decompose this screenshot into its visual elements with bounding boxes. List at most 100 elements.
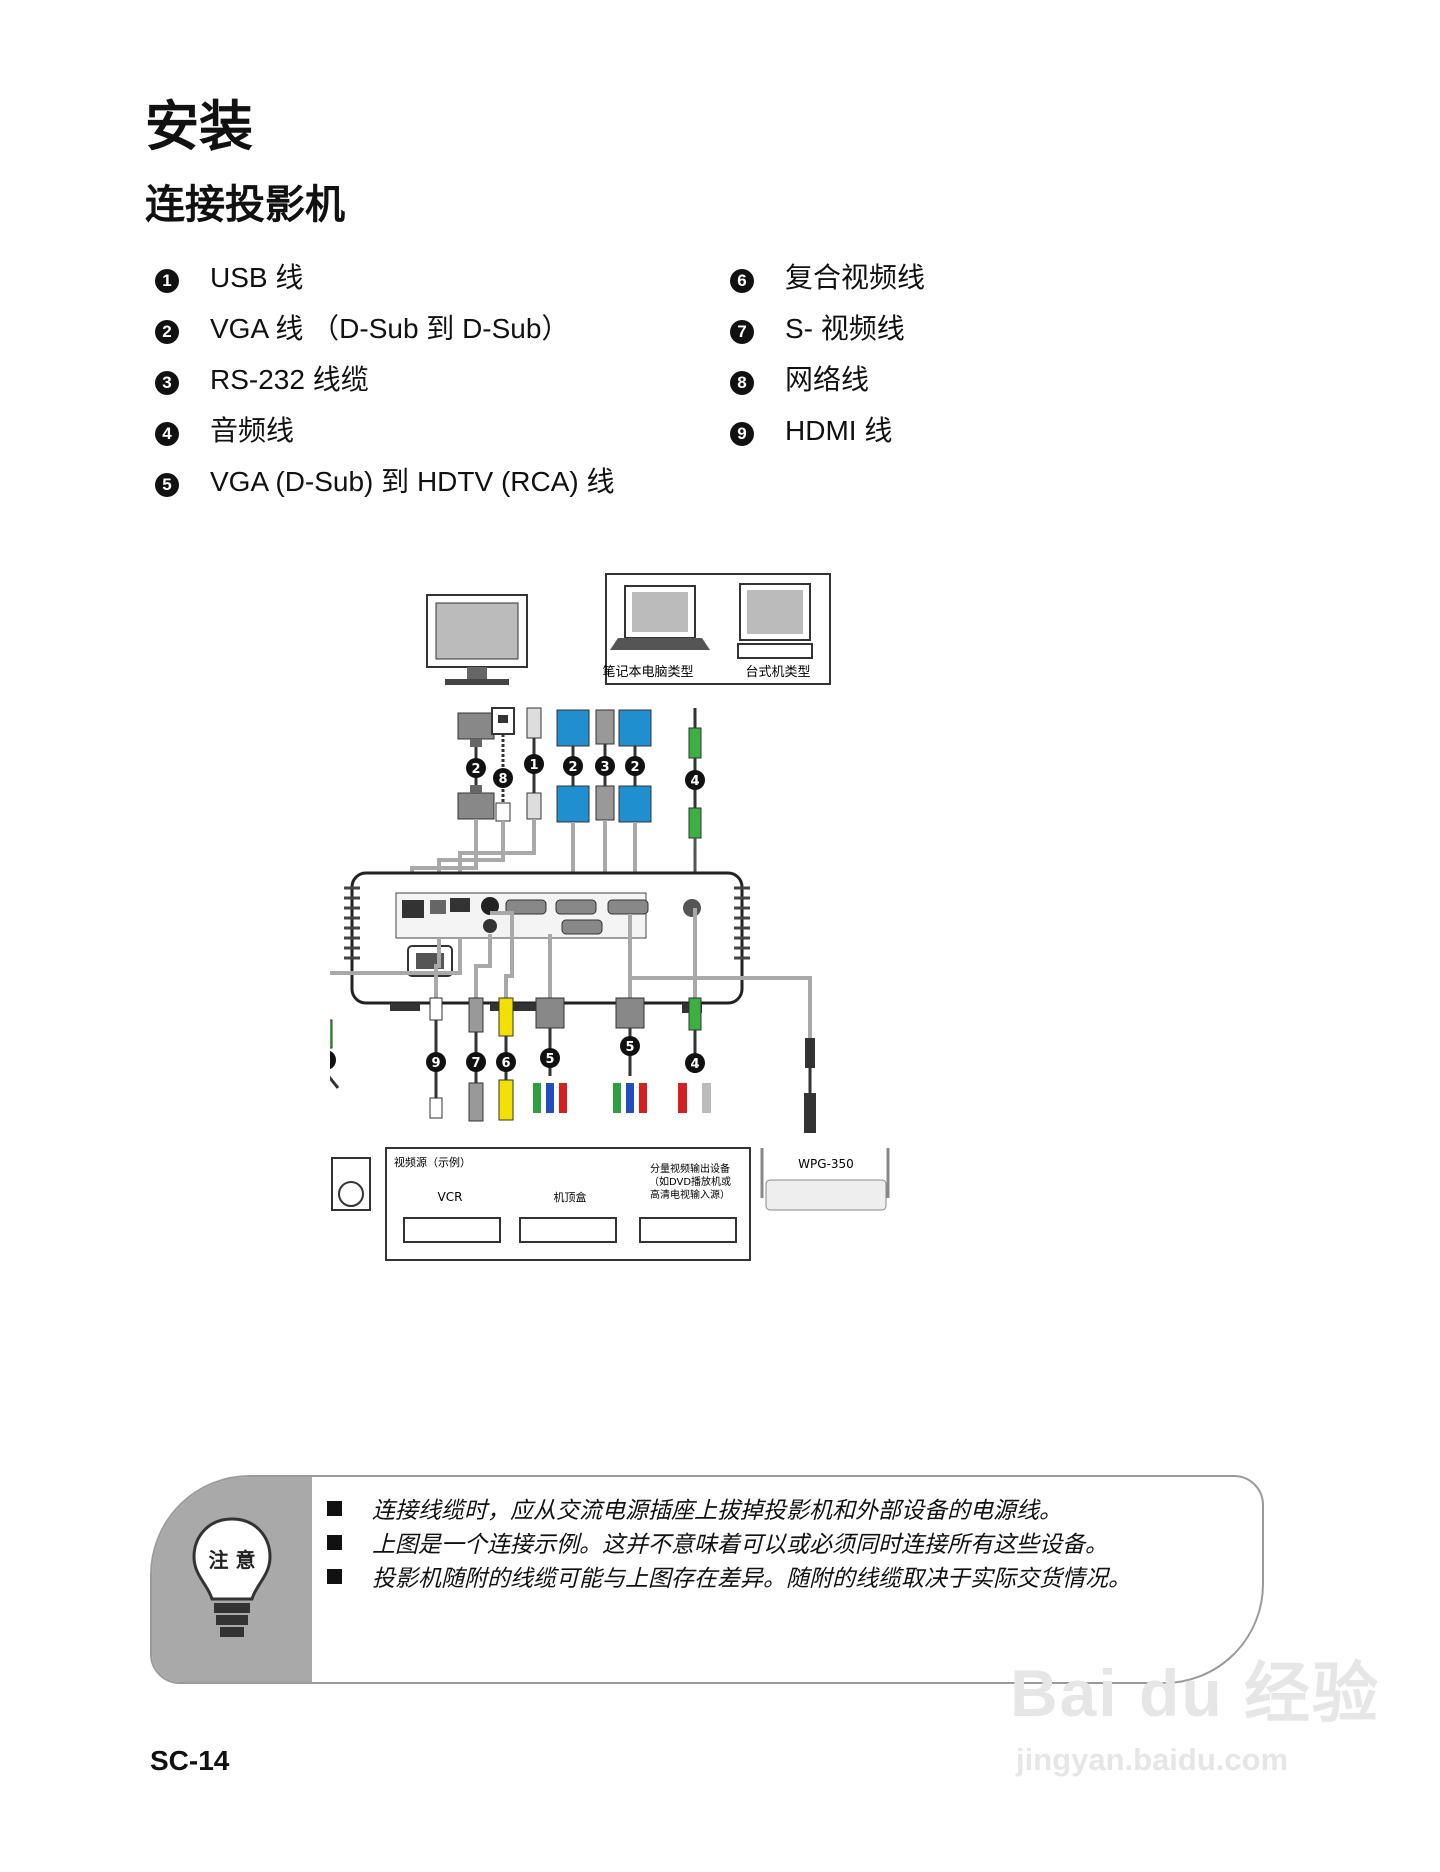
network-cable bbox=[491, 707, 515, 822]
wireless-cable bbox=[804, 1038, 816, 1133]
svg-text:1: 1 bbox=[529, 758, 538, 773]
legend-item: 3 RS-232 线缆 bbox=[155, 352, 614, 403]
legend-number: 9 bbox=[730, 421, 754, 446]
monitor-icon bbox=[426, 594, 528, 685]
badge-4b: 4 bbox=[330, 1050, 336, 1070]
video-source-box: 视频源（示例） VCR 机顶盒 分量视频输出设备 （如DVD播放机或 高清电视输… bbox=[385, 1147, 751, 1261]
note-item: 连接线缆时，应从交流电源插座上拔掉投影机和外部设备的电源线。 bbox=[327, 1491, 1131, 1525]
legend-label: VGA 线 （D-Sub 到 D-Sub） bbox=[210, 312, 570, 344]
page-number: SC-14 bbox=[150, 1745, 230, 1776]
audio-cable-pc bbox=[688, 708, 702, 888]
legend-number: 4 bbox=[155, 421, 179, 446]
legend-label: 复合视频线 bbox=[785, 261, 926, 293]
legend-number: 5 bbox=[155, 472, 179, 497]
desktop-label: 台式机类型 bbox=[745, 665, 810, 680]
legend-right-column: 6 复合视频线 7 S- 视频线 8 网络线 9 HDMI 线 bbox=[730, 250, 925, 454]
lightbulb-icon: 注 意 bbox=[192, 1517, 272, 1637]
legend-item: 7 S- 视频线 bbox=[730, 301, 925, 352]
vcr-icon bbox=[403, 1217, 501, 1243]
badge-9: 9 bbox=[426, 1052, 446, 1072]
note-item: 投影机随附的线缆可能与上图存在差异。随附的线缆取决于实际交货情况。 bbox=[327, 1559, 1131, 1593]
badge-4c: 4 bbox=[685, 1053, 705, 1073]
bullet-icon bbox=[327, 1534, 342, 1550]
legend-number: 3 bbox=[155, 370, 179, 395]
desktop-icon bbox=[737, 583, 813, 659]
note-label: 注 意 bbox=[209, 1548, 256, 1572]
note-text: 投影机随附的线缆可能与上图存在差异。随附的线缆取决于实际交货情况。 bbox=[372, 1566, 1131, 1592]
legend-label: 网络线 bbox=[785, 363, 870, 395]
svg-text:9: 9 bbox=[431, 1056, 440, 1071]
legend-label: VGA (D-Sub) 到 HDTV (RCA) 线 bbox=[210, 465, 615, 497]
badge-2c: 2 bbox=[625, 756, 645, 776]
component-label-2: （如DVD播放机或 bbox=[649, 1175, 731, 1188]
component-label-1: 分量视频输出设备 bbox=[650, 1162, 730, 1175]
svg-text:2: 2 bbox=[630, 760, 639, 775]
watermark-url: jingyan.baidu.com bbox=[1016, 1742, 1289, 1777]
badge-3: 3 bbox=[595, 756, 615, 776]
video-source-title: 视频源（示例） bbox=[394, 1155, 471, 1169]
legend-item: 5 VGA (D-Sub) 到 HDTV (RCA) 线 bbox=[155, 454, 614, 505]
legend-item: 2 VGA 线 （D-Sub 到 D-Sub） bbox=[155, 301, 614, 352]
vcr-label: VCR bbox=[438, 1190, 463, 1204]
legend-number: 8 bbox=[730, 370, 754, 395]
computer-box: 笔记本电脑类型 台式机类型 bbox=[602, 573, 831, 685]
note-text: 上图是一个连接示例。这并不意味着可以或必须同时连接所有这些设备。 bbox=[372, 1532, 1108, 1558]
projector-icon bbox=[344, 871, 750, 1013]
dvd-icon bbox=[639, 1217, 737, 1243]
legend-item: 6 复合视频线 bbox=[730, 250, 925, 301]
component-label-3: 高清电视输入源） bbox=[650, 1188, 730, 1201]
speakers-icon bbox=[331, 1157, 371, 1211]
legend-number: 6 bbox=[730, 268, 754, 293]
notebook-icon bbox=[610, 585, 710, 650]
bottom-connection-wires bbox=[330, 908, 812, 1038]
svg-text:7: 7 bbox=[471, 1056, 480, 1071]
watermark: Bai du 经验 jingyan.baidu.com bbox=[1010, 1640, 1380, 1778]
badge-4a: 4 bbox=[685, 770, 705, 790]
page-title: 安装 bbox=[145, 95, 253, 158]
composite-cable bbox=[498, 997, 514, 1121]
vga-cable-notebook bbox=[556, 709, 590, 823]
badge-1: 1 bbox=[524, 754, 544, 774]
badge-7: 7 bbox=[466, 1052, 486, 1072]
legend-number: 2 bbox=[155, 319, 179, 344]
connection-diagram: 笔记本电脑类型 台式机类型 bbox=[330, 573, 890, 1261]
rs232-cable bbox=[595, 709, 615, 821]
bullet-icon bbox=[327, 1500, 342, 1516]
legend-item: 4 音频线 bbox=[155, 403, 614, 454]
watermark-brand: Bai du 经验 bbox=[1010, 1656, 1381, 1730]
settop-icon bbox=[519, 1217, 617, 1243]
svg-text:2: 2 bbox=[568, 760, 577, 775]
legend-label: RS-232 线缆 bbox=[210, 363, 369, 395]
svg-text:5: 5 bbox=[545, 1052, 554, 1067]
cable-badges: 2 8 1 2 3 2 4 4 9 7 6 5 5 4 bbox=[330, 754, 705, 1073]
svg-text:5: 5 bbox=[625, 1040, 634, 1055]
bullet-icon bbox=[327, 1568, 342, 1584]
note-list: 连接线缆时，应从交流电源插座上拔掉投影机和外部设备的电源线。 上图是一个连接示例… bbox=[327, 1491, 1131, 1593]
svg-text:8: 8 bbox=[498, 772, 507, 787]
notebook-label: 笔记本电脑类型 bbox=[602, 664, 693, 680]
note-text: 连接线缆时，应从交流电源插座上拔掉投影机和外部设备的电源线。 bbox=[372, 1498, 1062, 1524]
badge-8: 8 bbox=[493, 768, 513, 788]
badge-5b: 5 bbox=[620, 1036, 640, 1056]
svg-text:4: 4 bbox=[690, 1057, 699, 1072]
badge-6: 6 bbox=[496, 1052, 516, 1072]
badge-2b: 2 bbox=[563, 756, 583, 776]
legend-number: 1 bbox=[155, 268, 179, 293]
svg-text:3: 3 bbox=[600, 760, 609, 775]
legend-label: 音频线 bbox=[210, 414, 295, 446]
legend-label: S- 视频线 bbox=[785, 312, 905, 344]
svg-text:6: 6 bbox=[501, 1056, 510, 1071]
svg-text:4: 4 bbox=[330, 1054, 331, 1069]
wireless-label: WPG-350 bbox=[798, 1157, 854, 1171]
vga-cable-desktop bbox=[618, 709, 652, 823]
wireless-device-icon: WPG-350 bbox=[760, 1148, 890, 1211]
legend-label: HDMI 线 bbox=[785, 414, 893, 446]
badge-2a: 2 bbox=[466, 758, 486, 778]
legend-item: 8 网络线 bbox=[730, 352, 925, 403]
legend-item: 9 HDMI 线 bbox=[730, 403, 925, 454]
svg-text:2: 2 bbox=[471, 762, 480, 777]
settop-label: 机顶盒 bbox=[554, 1190, 587, 1204]
legend-number: 7 bbox=[730, 319, 754, 344]
